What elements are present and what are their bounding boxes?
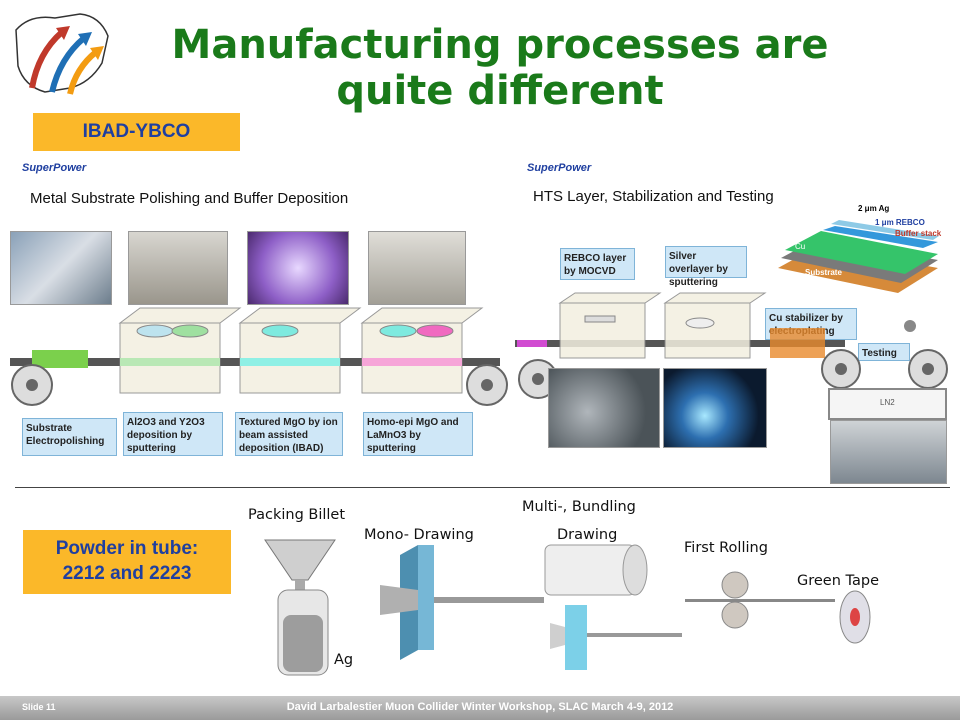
box-silver: Silver overlayer by sputtering [665,246,747,288]
step-packing: Packing Billet [248,507,346,523]
footer-bar: Slide 11 David Larbalestier Muon Collide… [0,696,960,720]
step-mono: Mono- Drawing [364,527,474,543]
label-ag: Ag [334,652,354,668]
step-green-tape: Green Tape [797,573,879,589]
step-drawing: Drawing [557,527,618,543]
superpower-logo-right: SuperPower [527,162,592,174]
photo-ibad [247,231,349,305]
superpower-logo-left: SuperPower [22,162,87,174]
layer-cu-top: Cu [795,242,806,251]
box-ibad-mgo: Textured MgO by ion beam assisted deposi… [235,412,343,456]
panel-right: SuperPower HTS Layer, Stabilization and … [515,158,950,484]
layer-cu-bottom: Cu [813,280,824,289]
ln2-bath: LN2 [828,388,947,420]
photo-testing [830,420,947,484]
page-title: Manufacturing processes are quite differ… [150,22,850,114]
reel-icon-left [11,364,53,406]
title-line-2: quite different [336,68,664,114]
reel-icon-right-2 [908,349,948,389]
box-testing: Testing [858,343,910,361]
logo-icon [15,13,109,95]
tape-layers-diagram [778,220,939,293]
box-homo-epi: Homo-epi MgO and LaMnO3 by sputtering [363,412,473,456]
process-line-left [10,307,500,394]
ln2-label: LN2 [880,398,895,407]
pit-label-line-1: Powder in tube: [55,538,199,559]
step-rolling: First Rolling [684,540,768,556]
layer-substrate: Substrate [805,268,842,277]
photo-polishing [10,231,112,305]
panel-left-title: Metal Substrate Polishing and Buffer Dep… [30,190,349,207]
photo-sputter-1 [128,231,228,305]
process-line-right [515,292,916,359]
ibad-label: IBAD-YBCO [33,113,240,151]
box-rebco-mocvd: REBCO layer by MOCVD [560,248,635,280]
reel-icon-mid [466,364,508,406]
photo-silver [663,368,767,448]
layer-rebco: 1 μm REBCO [875,218,925,227]
box-al2o3: Al2O3 and Y2O3 deposition by sputtering [123,412,223,456]
photo-mocvd [548,368,660,448]
title-line-1: Manufacturing processes are [171,22,829,68]
reel-icon-right-1 [821,349,861,389]
step-multi: Multi-, Bundling [522,499,636,515]
panel-left: SuperPower Metal Substrate Polishing and… [10,158,508,458]
pit-label-line-2: 2212 and 2223 [62,563,192,584]
box-electropolishing: Substrate Electropolishing [22,418,117,456]
layer-ag: 2 μm Ag [858,204,890,213]
slide-number: Slide 11 [22,702,56,712]
photo-sputter-2 [368,231,466,305]
pit-process-diagram [264,539,871,676]
divider [15,487,950,488]
pit-label: Powder in tube: 2212 and 2223 [23,530,231,594]
panel-right-title: HTS Layer, Stabilization and Testing [533,188,774,205]
footer-text: David Larbalestier Muon Collider Winter … [286,701,674,713]
reel-icon-right-start [518,359,558,399]
layer-buffer: Buffer stack [895,229,942,238]
